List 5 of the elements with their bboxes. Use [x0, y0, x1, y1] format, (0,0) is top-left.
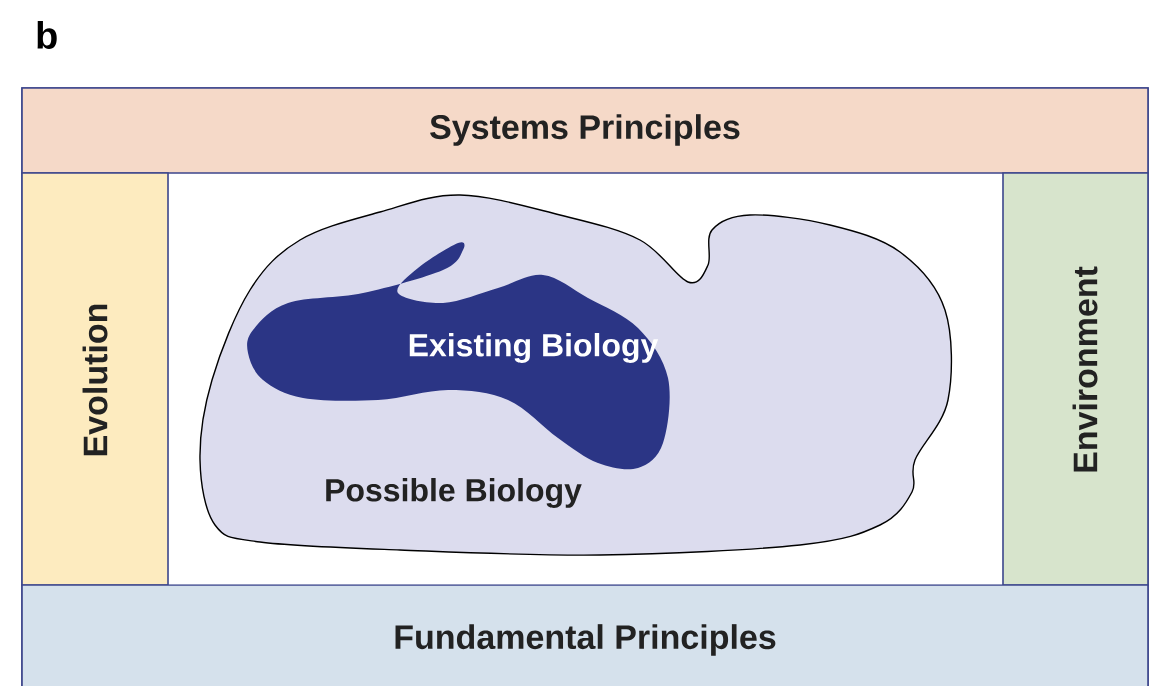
band: Evolution [21, 172, 169, 586]
panel-letter: b [37, 21, 57, 49]
band: Systems Principles [21, 87, 1149, 174]
band: Fundamental Principles [21, 584, 1149, 686]
band: Environment [1002, 172, 1149, 586]
